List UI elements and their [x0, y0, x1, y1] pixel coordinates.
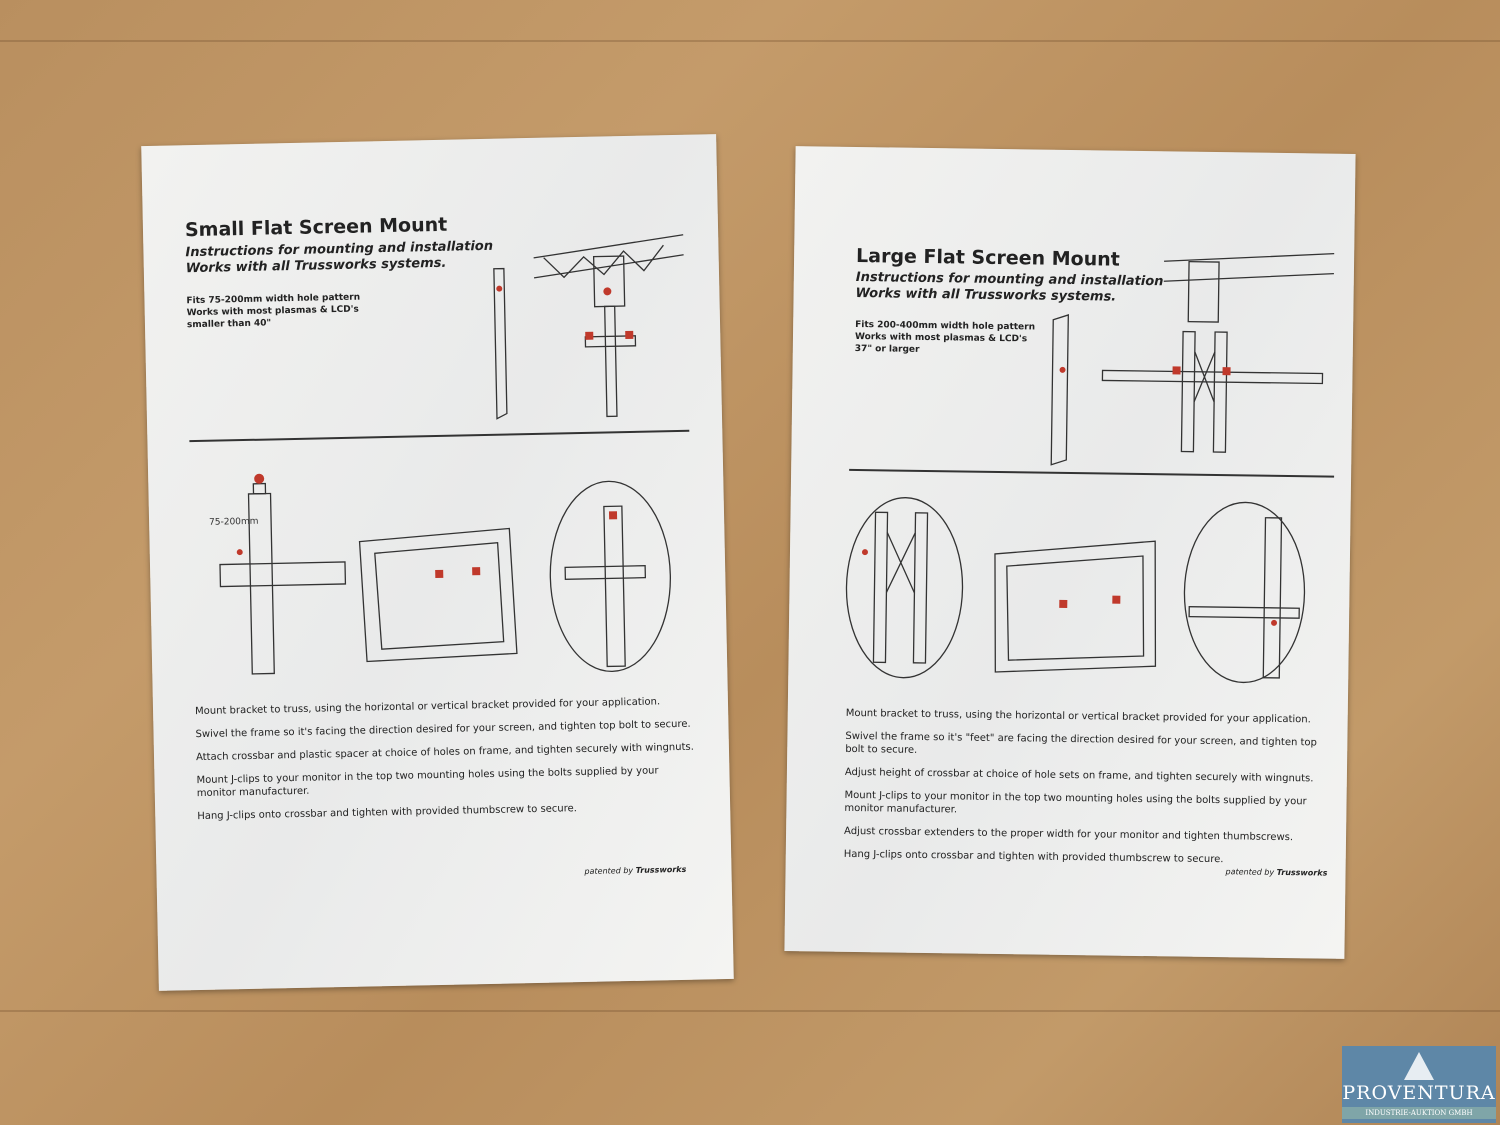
step: Hang J-clips onto crossbar and tighten w… — [197, 803, 578, 823]
instruction-steps: Mount bracket to truss, using the horizo… — [844, 707, 1326, 878]
step: Adjust crossbar extenders to the proper … — [844, 825, 1294, 844]
truss-mount-diagram — [493, 234, 684, 420]
cardboard-seam — [0, 40, 1500, 42]
spec-line: 37" or larger — [854, 343, 920, 355]
divider — [189, 429, 690, 443]
pyramid-icon — [1404, 1052, 1434, 1080]
patent-label: patented by — [584, 865, 634, 876]
step: Attach crossbar and plastic spacer at ch… — [195, 741, 694, 764]
step: Mount J-clips to your monitor in the top… — [844, 789, 1307, 816]
patent-mark: patented by Trussworks — [584, 865, 686, 876]
patent-mark: patented by Trussworks — [1225, 867, 1327, 877]
patent-label: patented by — [1225, 867, 1275, 877]
step: Mount bracket to truss, using the horizo… — [194, 696, 661, 718]
brand-logo: Trussworks — [1276, 867, 1328, 878]
dimension-label: 75-200mm — [209, 517, 259, 528]
assembly-diagrams — [845, 497, 1306, 684]
small-mount-instruction-sheet: Small Flat Screen Mount Instructions for… — [141, 134, 734, 991]
assembly-diagrams: 75-200mm — [209, 473, 671, 675]
step: Swivel the frame so it's "feet" are faci… — [845, 730, 1318, 756]
brand-logo: Trussworks — [635, 864, 687, 875]
instruction-steps: Mount bracket to truss, using the horizo… — [195, 695, 698, 833]
step: Mount bracket to truss, using the horizo… — [845, 707, 1311, 726]
large-mount-instruction-sheet: Large Flat Screen Mount Instructions for… — [784, 146, 1356, 959]
step: Hang J-clips onto crossbar and tighten w… — [843, 848, 1224, 866]
step: Swivel the frame so it's facing the dire… — [195, 718, 691, 741]
spec-line: smaller than 40" — [186, 318, 272, 331]
sheet-title: Small Flat Screen Mount — [184, 213, 448, 242]
truss-mount-diagram — [1050, 253, 1335, 466]
watermark-name: PROVENTURA — [1342, 1082, 1496, 1104]
step: Adjust height of crossbar at choice of h… — [844, 766, 1314, 785]
step: Mount J-clips to your monitor in the top… — [196, 765, 659, 800]
proventura-watermark: PROVENTURA INDUSTRIE-AUKTION GMBH — [1342, 1046, 1496, 1123]
watermark-tagline: INDUSTRIE-AUKTION GMBH — [1342, 1107, 1496, 1119]
cardboard-seam — [0, 1010, 1500, 1012]
sheet-subtitle: Instructions for mounting and installati… — [185, 239, 493, 277]
